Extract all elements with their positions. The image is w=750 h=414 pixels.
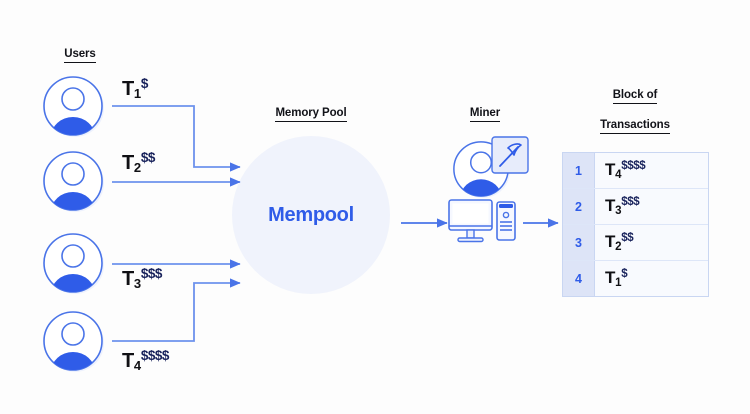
section-label-users: Users [40, 33, 120, 63]
row-index: 2 [563, 189, 595, 224]
tx-sup-4: $$$$ [140, 348, 170, 363]
avatar-user-1 [42, 75, 104, 137]
tx-base-1: T [122, 78, 134, 100]
block-transactions-table: 1 T4$$$$ 2 T3$$$ 3 T2$$ 4 T1$ [562, 152, 709, 297]
mempool-label: Mempool [268, 203, 354, 226]
row-tx-sub: 4 [615, 169, 622, 181]
tx-sub-2: 2 [133, 160, 141, 175]
row-tx-sub: 2 [615, 241, 622, 253]
tx-sup-2: $$ [140, 150, 156, 165]
row-index: 4 [563, 261, 595, 296]
avatar-user-4 [42, 310, 104, 372]
row-tx-base: T [605, 268, 616, 287]
tx-sup-3: $$$ [140, 266, 163, 281]
avatar-user-3 [42, 232, 104, 294]
table-row: 2 T3$$$ [563, 189, 708, 225]
section-label-miner: Miner [440, 92, 530, 122]
row-index: 3 [563, 225, 595, 260]
row-transaction: T3$$$ [595, 189, 708, 224]
mempool-circle: Mempool [232, 136, 390, 294]
row-tx-sub: 3 [615, 205, 622, 217]
row-transaction: T2$$ [595, 225, 708, 260]
tx-base-3: T [122, 268, 134, 290]
row-transaction: T4$$$$ [595, 153, 708, 188]
row-tx-sup: $$$ [621, 196, 640, 208]
computer-tower-icon [496, 201, 516, 241]
table-row: 3 T2$$ [563, 225, 708, 261]
section-label-block: Block of Transactions [585, 74, 685, 134]
row-tx-sub: 1 [615, 277, 622, 289]
arrow-user-4-to-mempool [112, 278, 241, 342]
pickaxe-icon [491, 136, 529, 174]
tx-base-2: T [122, 152, 134, 174]
avatar-user-2 [42, 150, 104, 212]
row-tx-base: T [605, 232, 616, 251]
users-title-text: Users [64, 47, 96, 63]
row-index: 1 [563, 153, 595, 188]
row-tx-base: T [605, 160, 616, 179]
table-row: 4 T1$ [563, 261, 708, 296]
tx-sup-1: $ [140, 76, 149, 91]
tx-base-4: T [122, 350, 134, 372]
row-tx-sup: $$ [621, 232, 634, 244]
table-row: 1 T4$$$$ [563, 153, 708, 189]
tx-label-user-3: T3$$$ [122, 266, 162, 291]
row-tx-base: T [605, 196, 616, 215]
row-tx-sup: $$$$ [621, 160, 646, 172]
tx-sub-1: 1 [133, 86, 141, 101]
block-title-line2: Transactions [600, 118, 670, 134]
monitor-icon [448, 198, 516, 248]
memory-pool-title-text: Memory Pool [275, 106, 347, 122]
row-transaction: T1$ [595, 261, 708, 296]
section-label-memory-pool: Memory Pool [251, 92, 371, 122]
tx-label-user-4: T4$$$$ [122, 348, 169, 373]
miner-title-text: Miner [469, 106, 500, 122]
tx-label-user-2: T2$$ [122, 150, 155, 175]
block-title-line1: Block of [612, 88, 657, 104]
tx-label-user-1: T1$ [122, 76, 148, 101]
row-tx-sup: $ [621, 268, 628, 280]
tx-sub-4: 4 [133, 358, 141, 373]
tx-sub-3: 3 [133, 276, 141, 291]
avatar-miner [452, 140, 514, 202]
